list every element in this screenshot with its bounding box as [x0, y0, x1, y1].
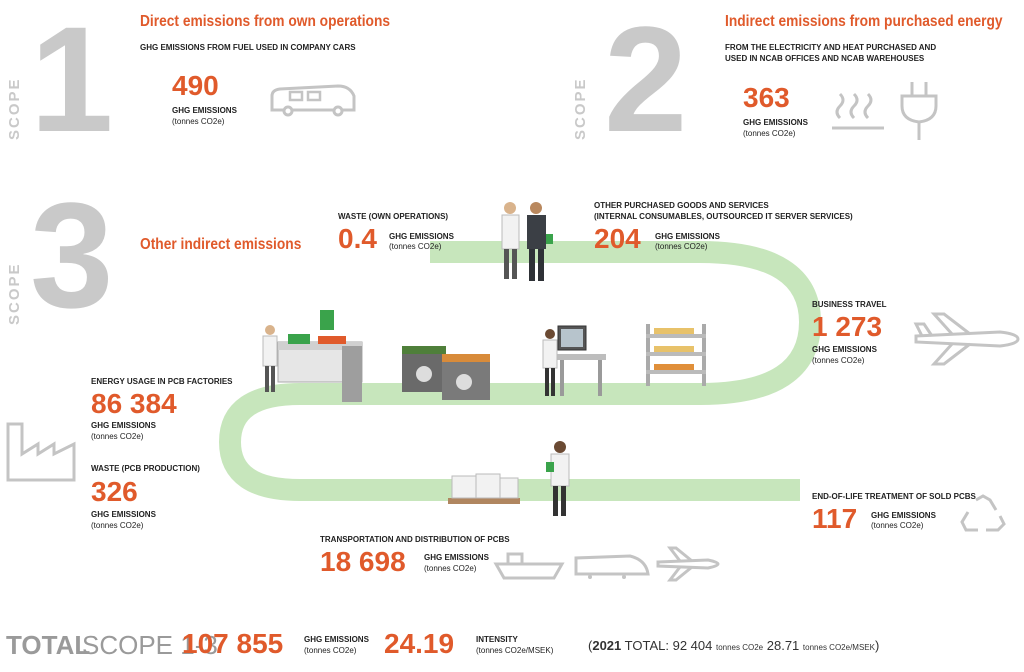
total-ghg: GHG EMISSIONS: [304, 635, 369, 644]
waste-own-label: WASTE (OWN OPERATIONS): [338, 212, 449, 221]
factory-icon: [6, 422, 76, 482]
transport-unit: (tonnes CO2e): [424, 564, 477, 573]
transport-value: 18 698: [320, 546, 406, 577]
intensity-label: INTENSITY: [476, 635, 518, 644]
transport-label: TRANSPORTATION AND DISTRIBUTION OF PCBs: [320, 535, 510, 544]
other-goods-value: 204: [594, 223, 641, 254]
prev-value: 92 404: [672, 638, 713, 653]
total-scope-label: SCOPE 1-3: [82, 630, 218, 660]
total-bar: TOTAL SCOPE 1-3 107 855 GHG EMISSIONS (t…: [6, 630, 1016, 664]
total-value: 107 855: [182, 628, 284, 659]
waste-pcb-ghg: GHG EMISSIONS: [91, 510, 156, 519]
scope1-ghg: GHG EMISSIONS: [172, 106, 237, 115]
heat-icon: [832, 92, 884, 130]
total-unit: (tonnes CO2e): [304, 646, 357, 655]
scope2-desc-1: FROM THE ELECTRICITY AND HEAT PURCHASED …: [725, 43, 937, 52]
scope1-unit: (tonnes CO2e): [172, 117, 225, 126]
other-goods-label-1: OTHER PURCHASED GOODS AND SERVICES: [594, 201, 769, 210]
scope2-desc-2: USED IN NCAB OFFICES AND NCAB WAREHOUSES: [725, 54, 925, 63]
prev-close: ): [874, 638, 880, 653]
end-of-life-value: 117: [812, 503, 858, 534]
prev-intensity: 28.71: [766, 638, 800, 653]
waste-pcb-value: 326: [91, 476, 138, 507]
waste-pcb-label: WASTE (PCB PRODUCTION): [91, 464, 200, 473]
waste-own-ghg: GHG EMISSIONS: [389, 232, 454, 241]
prev-year-summary: (2021 TOTAL: 92 404 tonnes CO2e 28.71 to…: [588, 638, 879, 653]
business-travel-label: BUSINESS TRAVEL: [812, 300, 887, 309]
end-of-life-unit: (tonnes CO2e): [871, 521, 924, 530]
waste-pcb-unit: (tonnes CO2e): [91, 521, 144, 530]
car-icon: [270, 84, 356, 117]
scope2-value: 363: [743, 82, 790, 113]
end-of-life-label: END-OF-LIFE TREATMENT OF SOLD PCBs: [812, 492, 976, 501]
intensity-value: 24.19: [384, 628, 455, 659]
pallet-illustration: [448, 473, 520, 504]
energy-factories-value: 86 384: [91, 388, 177, 419]
prev-year: 2021: [592, 638, 622, 653]
waste-own-value: 0.4: [338, 223, 377, 254]
scope1-value: 490: [172, 70, 219, 101]
scope2-number: 2: [604, 0, 688, 163]
scope3-number: 3: [30, 171, 114, 339]
scope2-unit: (tonnes CO2e): [743, 129, 796, 138]
end-of-life-ghg: GHG EMISSIONS: [871, 511, 936, 520]
other-goods-ghg: GHG EMISSIONS: [655, 232, 720, 241]
people-illustration: [501, 202, 553, 281]
prev-total-word: TOTAL:: [624, 638, 669, 653]
scope3-title: Other indirect emissions: [140, 236, 302, 253]
ship-icon: [493, 552, 565, 580]
business-travel-value: 1 273: [812, 311, 883, 342]
transport-ghg: GHG EMISSIONS: [424, 553, 489, 562]
train-icon: [574, 554, 650, 579]
energy-factories-label: ENERGY USAGE IN PCB FACTORIES: [91, 377, 233, 386]
prev-unit: tonnes CO2e: [715, 643, 764, 652]
scope2-ghg: GHG EMISSIONS: [743, 118, 808, 127]
airplane-icon: [913, 312, 1020, 366]
other-goods-unit: (tonnes CO2e): [655, 242, 708, 251]
recycle-bins-illustration: [402, 346, 490, 400]
worker-illustration: [546, 441, 570, 516]
energy-factories-unit: (tonnes CO2e): [91, 432, 144, 441]
scope2-title: Indirect emissions from purchased energy: [725, 13, 1003, 30]
pcb-machine-illustration: [262, 310, 363, 402]
waste-own-unit: (tonnes CO2e): [389, 242, 442, 251]
plug-icon: [900, 82, 938, 140]
plane-small-icon: [656, 546, 720, 582]
total-word: TOTAL: [6, 630, 91, 660]
prev-intensity-unit: tonnes CO2e/MSEK: [802, 643, 875, 652]
scope1-desc: GHG EMISSIONS FROM FUEL USED IN COMPANY …: [140, 43, 356, 52]
prev-open: (: [588, 638, 593, 653]
scope1-title: Direct emissions from own operations: [140, 13, 391, 30]
energy-factories-ghg: GHG EMISSIONS: [91, 421, 156, 430]
other-goods-label-2: (INTERNAL CONSUMABLES, OUTSOURCED IT SER…: [594, 212, 853, 221]
storage-shelf-illustration: [646, 324, 706, 386]
scope1-number: 1: [30, 0, 114, 163]
recycle-icon: [960, 494, 1006, 532]
intensity-unit: (tonnes CO2e/MSEK): [476, 646, 554, 655]
business-travel-ghg: GHG EMISSIONS: [812, 345, 877, 354]
computer-desk-illustration: [542, 325, 606, 396]
business-travel-unit: (tonnes CO2e): [812, 356, 865, 365]
